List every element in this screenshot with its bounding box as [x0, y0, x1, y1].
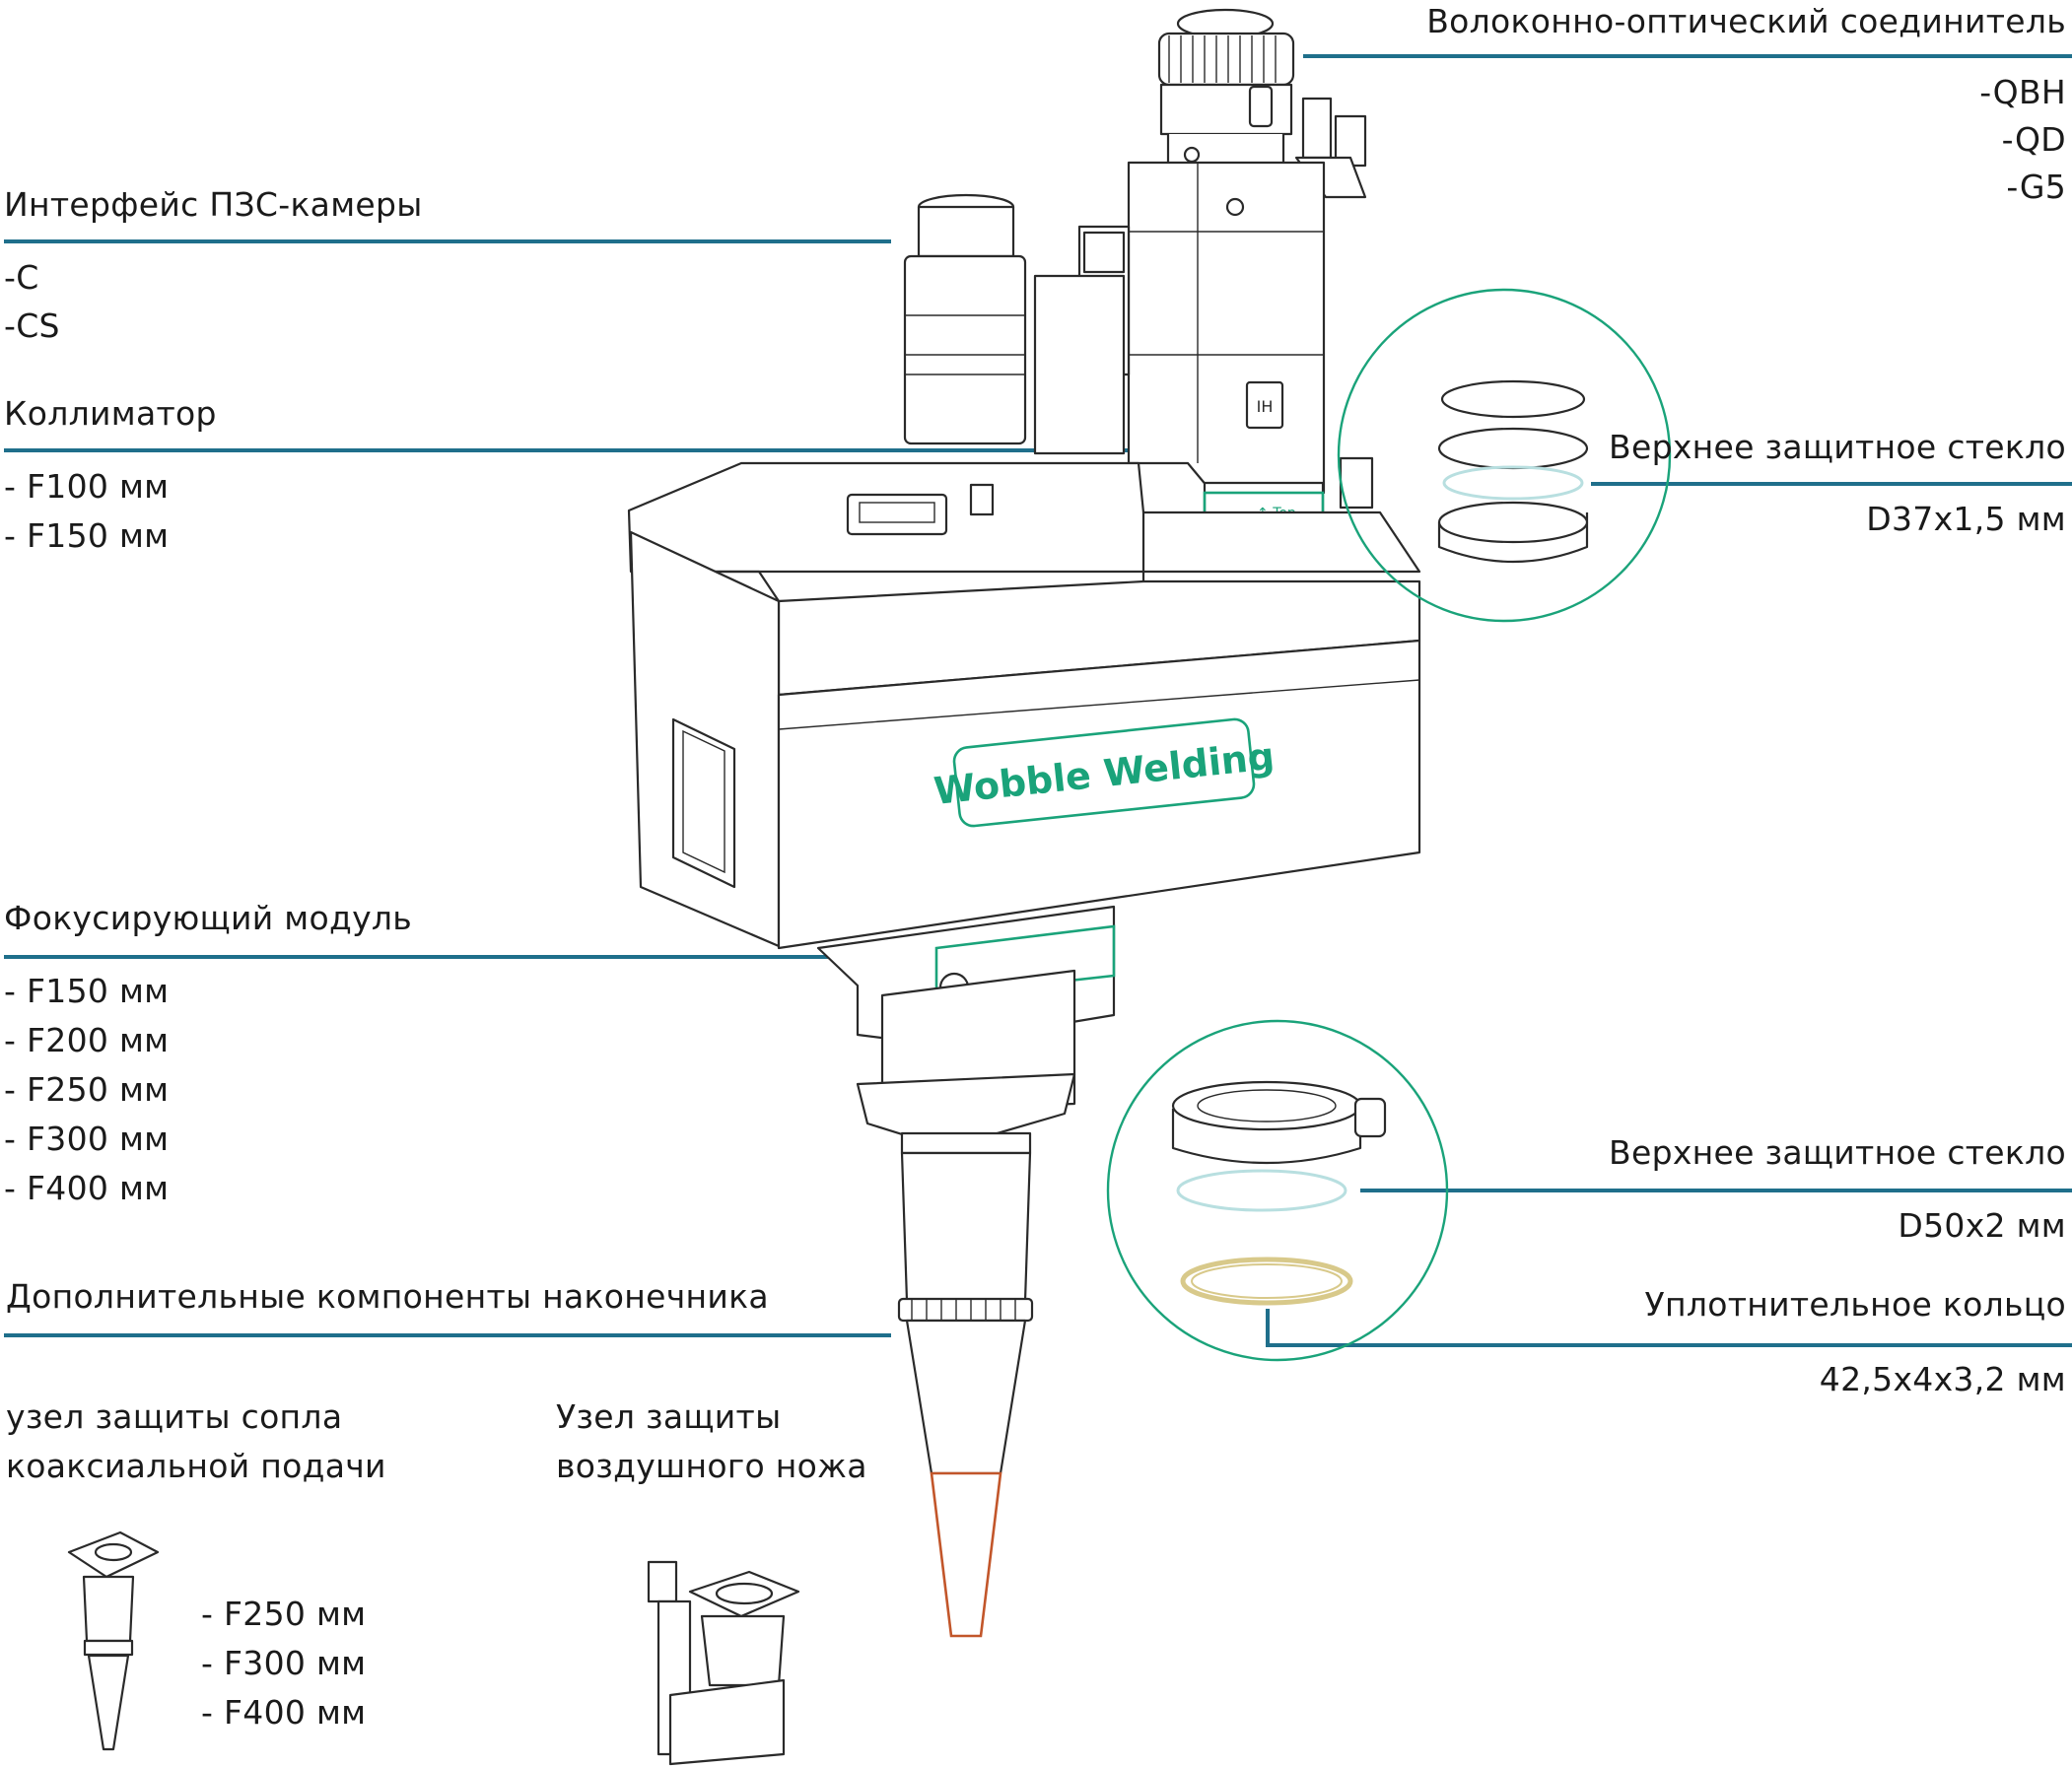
- focusing-module-option-f400: - F400 мм: [4, 1169, 170, 1207]
- upper-glass-1-title: Верхнее защитное стекло: [1609, 428, 2066, 466]
- focusing-module-option-f300: - F300 мм: [4, 1120, 170, 1158]
- collimator-option-f150: - F150 мм: [4, 516, 170, 555]
- fiber-connector-title: Волоконно-оптический соединитель: [1426, 2, 2066, 40]
- collimator-option-f100: - F100 мм: [4, 467, 170, 506]
- callout-lines: [4, 54, 2072, 1347]
- ccd-interface-title: Интерфейс ПЗС-камеры: [4, 185, 423, 224]
- fiber-connector-option-qbh: -QBH: [1979, 73, 2066, 111]
- fiber-connector-option-qd: -QD: [2001, 120, 2066, 159]
- main-body-art: Wobble Welding: [627, 461, 1421, 950]
- upper-glass-1-size: D37x1,5 мм: [1866, 500, 2066, 538]
- air-knife-art: [647, 1560, 800, 1766]
- seal-ring-title: Уплотнительное кольцо: [1644, 1285, 2066, 1324]
- collimator-title: Коллиматор: [4, 394, 217, 433]
- focusing-module-option-f200: - F200 мм: [4, 1021, 170, 1059]
- coaxial-nozzle-option-f250: - F250 мм: [201, 1595, 367, 1633]
- fiber-connector-option-g5: -G5: [2006, 168, 2066, 206]
- focusing-module-option-f250: - F250 мм: [4, 1070, 170, 1109]
- svg-text:IH: IH: [1257, 397, 1274, 416]
- coaxial-nozzle-option-f300: - F300 мм: [201, 1644, 367, 1682]
- seal-ring-size: 42,5x4x3,2 мм: [1819, 1360, 2066, 1398]
- coaxial-nozzle-art: [67, 1530, 160, 1751]
- nozzle-art: [897, 1151, 1034, 1638]
- upper-glass-detail-2: [1106, 1019, 1449, 1362]
- coaxial-nozzle-option-f400: - F400 мм: [201, 1693, 367, 1732]
- air-knife-title-line2: воздушного ножа: [556, 1447, 867, 1485]
- focusing-module-art: [816, 905, 1116, 1155]
- fiber-connector-art: [1157, 8, 1367, 199]
- upper-glass-2-size: D50x2 мм: [1898, 1206, 2066, 1245]
- coaxial-nozzle-title-line1: узел защиты сопла: [6, 1397, 343, 1436]
- tip-components-title: Дополнительные компоненты наконечника: [6, 1277, 769, 1316]
- upper-glass-2-title: Верхнее защитное стекло: [1609, 1133, 2066, 1172]
- upper-glass-detail-1: [1337, 288, 1672, 623]
- ccd-interface-option-cs: -CS: [4, 306, 60, 345]
- ccd-interface-option-c: -C: [4, 258, 39, 297]
- focusing-module-option-f150: - F150 мм: [4, 972, 170, 1010]
- ccd-interface-art: [903, 193, 1126, 455]
- focusing-module-title: Фокусирующий модуль: [4, 899, 413, 937]
- coaxial-nozzle-title-line2: коаксиальной подачи: [6, 1447, 386, 1485]
- air-knife-title-line1: Узел защиты: [556, 1397, 782, 1436]
